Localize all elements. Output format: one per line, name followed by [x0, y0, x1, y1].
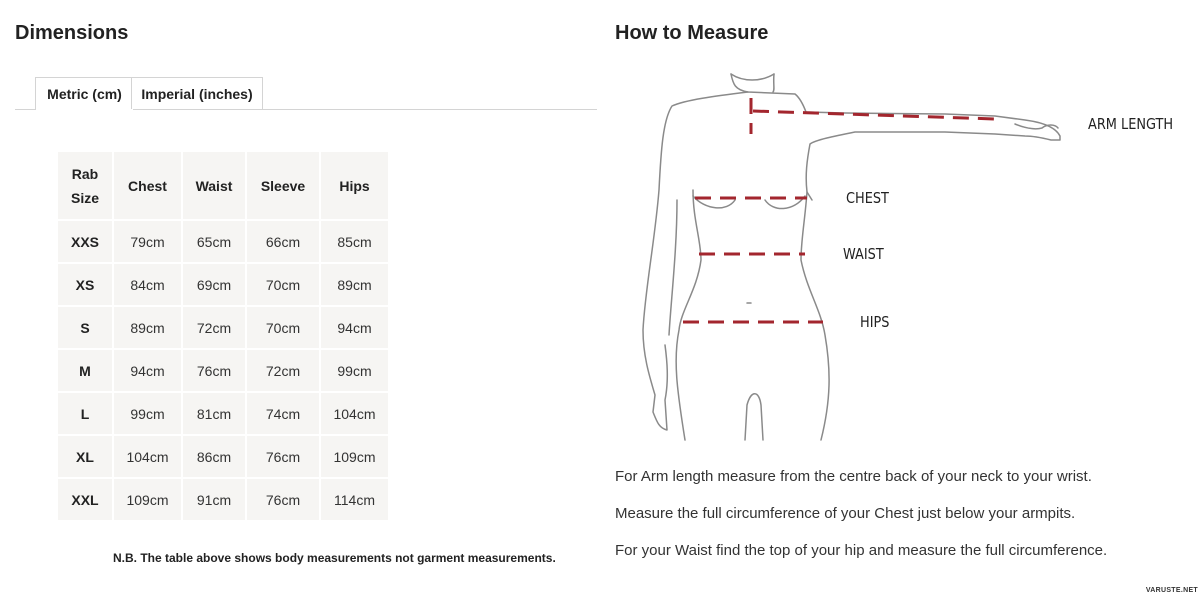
cell-chest: 94cm: [112, 348, 183, 393]
arm-length-label: ARM LENGTH: [1088, 115, 1174, 133]
cell-sleeve: 72cm: [245, 348, 321, 393]
cell-sleeve: 76cm: [245, 477, 321, 522]
cell-sleeve: 76cm: [245, 434, 321, 479]
cell-sleeve: 66cm: [245, 219, 321, 264]
dimensions-title: Dimensions: [15, 22, 129, 44]
body-outline: [642, 73, 1061, 441]
cell-size: XXL: [56, 477, 114, 522]
cell-chest: 89cm: [112, 305, 183, 350]
measurement-lines: [683, 98, 1002, 324]
cell-waist: 86cm: [181, 434, 247, 479]
waist-instruction: For your Waist find the top of your hip …: [615, 542, 1108, 559]
measurement-note: N.B. The table above shows body measurem…: [113, 551, 556, 565]
tab-metric[interactable]: Metric (cm): [35, 77, 134, 110]
cell-chest: 79cm: [112, 219, 183, 264]
cell-chest: 104cm: [112, 434, 183, 479]
arm-length-instruction: For Arm length measure from the centre b…: [615, 468, 1092, 485]
cell-size: XL: [56, 434, 114, 479]
cell-size: L: [56, 391, 114, 436]
cell-size: S: [56, 305, 114, 350]
cell-hips: 99cm: [319, 348, 390, 393]
header-waist: Waist: [181, 150, 247, 221]
cell-waist: 76cm: [181, 348, 247, 393]
body-diagram: ARM LENGTH CHEST WAIST HIPS: [615, 60, 1202, 450]
arm-length-line: [752, 109, 1002, 126]
tab-imperial[interactable]: Imperial (inches): [131, 77, 263, 109]
cell-waist: 72cm: [181, 305, 247, 350]
cell-waist: 65cm: [181, 219, 247, 264]
chest-instruction: Measure the full circumference of your C…: [615, 505, 1076, 522]
header-hips: Hips: [319, 150, 390, 221]
cell-sleeve: 70cm: [245, 305, 321, 350]
waist-label: WAIST: [843, 245, 884, 263]
cell-size: XS: [56, 262, 114, 307]
cell-hips: 94cm: [319, 305, 390, 350]
header-rab-size: Rab Size: [56, 150, 114, 221]
cell-waist: 91cm: [181, 477, 247, 522]
chest-label: CHEST: [846, 189, 889, 207]
cell-hips: 114cm: [319, 477, 390, 522]
header-sleeve: Sleeve: [245, 150, 321, 221]
cell-hips: 109cm: [319, 434, 390, 479]
table-header-row: Rab Size Chest Waist Sleeve Hips: [56, 150, 390, 221]
header-chest: Chest: [112, 150, 183, 221]
unit-tabs: Metric (cm) Imperial (inches): [15, 77, 597, 110]
cell-hips: 104cm: [319, 391, 390, 436]
cell-size: M: [56, 348, 114, 393]
cell-waist: 69cm: [181, 262, 247, 307]
hips-label: HIPS: [860, 313, 890, 331]
how-to-measure-title: How to Measure: [615, 22, 769, 44]
cell-hips: 85cm: [319, 219, 390, 264]
cell-hips: 89cm: [319, 262, 390, 307]
body-outline-illustration: [642, 73, 1061, 441]
how-to-measure-section: How to Measure: [615, 0, 1202, 595]
dimensions-section: Dimensions Metric (cm) Imperial (inches)…: [15, 0, 597, 595]
cell-sleeve: 70cm: [245, 262, 321, 307]
cell-waist: 81cm: [181, 391, 247, 436]
site-watermark: VARUSTE.NET: [1145, 587, 1198, 594]
cell-chest: 109cm: [112, 477, 183, 522]
cell-sleeve: 74cm: [245, 391, 321, 436]
cell-chest: 99cm: [112, 391, 183, 436]
cell-size: XXS: [56, 219, 114, 264]
cell-chest: 84cm: [112, 262, 183, 307]
